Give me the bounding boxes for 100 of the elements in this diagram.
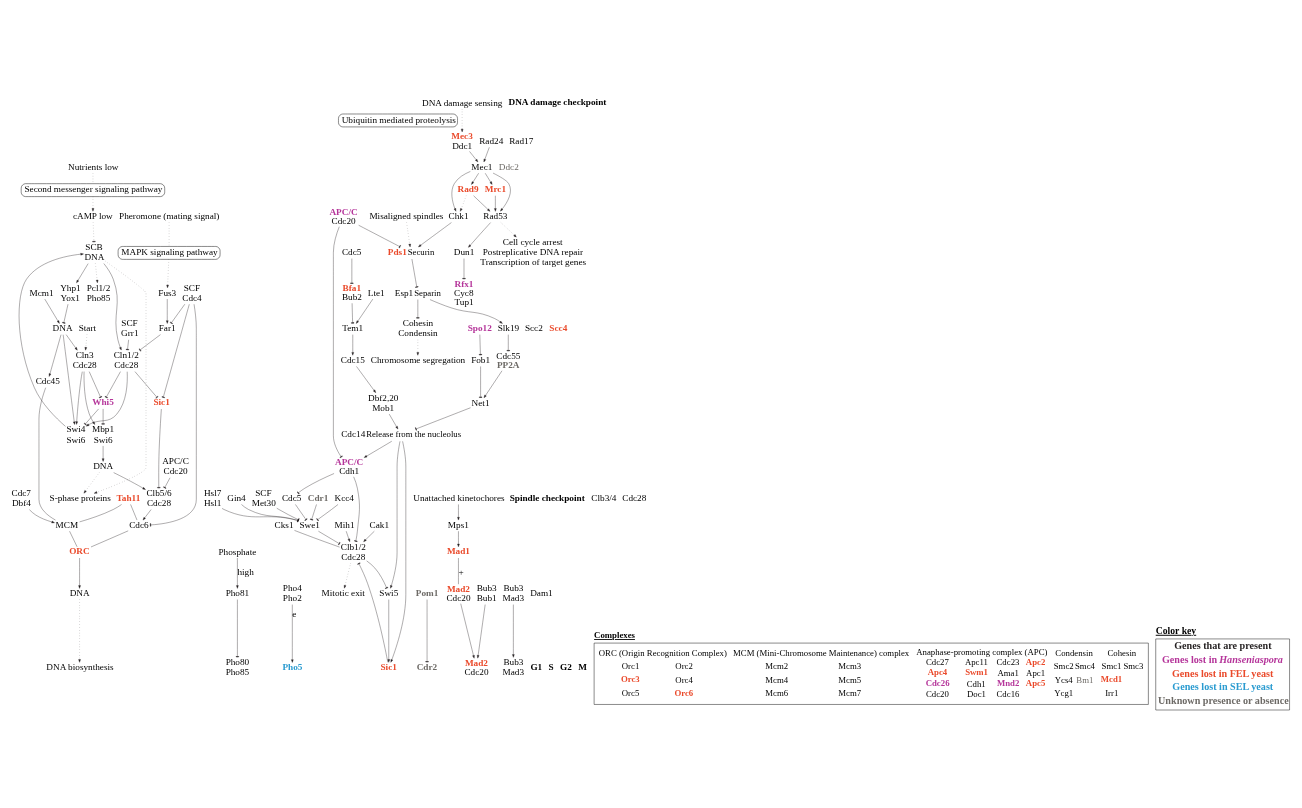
connector	[297, 472, 335, 494]
legend-label: Genes lost in SEL yeast	[1172, 680, 1274, 692]
connector	[169, 303, 185, 324]
label: Condensin	[1055, 647, 1093, 658]
node-text: Cell cycle arrest Postreplicative DNA repair Transcription of target genes	[480, 236, 587, 267]
label: G2	[559, 661, 572, 672]
arrow	[483, 370, 503, 398]
connector	[478, 333, 482, 355]
node-text: Cdc5	[281, 492, 302, 503]
node-text: Sic1	[153, 396, 170, 407]
connector	[134, 370, 159, 399]
legend-label: Genes lost in Hanseniaspora	[1161, 653, 1283, 665]
arrow	[76, 262, 89, 283]
connector	[149, 303, 197, 526]
node-text: Pds1	[387, 246, 407, 257]
arrow	[346, 530, 350, 542]
label: Smc3	[1123, 660, 1144, 671]
label: Apc5	[1025, 677, 1046, 688]
node-text: Swi5	[379, 587, 399, 598]
connector	[479, 365, 483, 398]
node-text: Mcm1	[29, 287, 54, 298]
node-text: Cdr2	[416, 661, 438, 672]
node-text: Cdc45	[35, 375, 60, 386]
connector	[316, 503, 339, 521]
label: Mcm7	[838, 687, 862, 698]
node-text: Far1	[158, 322, 176, 333]
label: Mcd1	[1100, 673, 1123, 684]
node-text: Swi4 Swi6	[66, 423, 86, 445]
label: Mcm4	[765, 674, 789, 685]
node-text: Mad1	[446, 545, 470, 556]
connector	[89, 370, 103, 398]
label: Cdc23	[996, 656, 1020, 667]
edge-label: high	[237, 566, 254, 577]
node-label: Securin	[407, 246, 435, 257]
connector	[161, 303, 190, 398]
node-text: Pcl1/2 Pho85	[86, 282, 111, 303]
node-text: Mps1	[447, 519, 469, 530]
node-text: Lte1	[367, 287, 385, 298]
edge-label: e	[292, 608, 297, 619]
arrow	[62, 334, 76, 425]
node-text: Cdc14	[341, 429, 366, 439]
arrow	[18, 252, 84, 427]
connector	[462, 257, 466, 279]
label: Cdc16	[996, 688, 1020, 699]
connector	[163, 477, 171, 489]
arrow	[457, 530, 460, 547]
node-text: Chromosome segregation	[370, 354, 466, 365]
arrow	[500, 221, 517, 237]
node-text: Mad2 Cdc20	[446, 583, 471, 603]
arrow	[48, 334, 62, 377]
node-text: S-phase proteins	[49, 492, 111, 503]
node-text: Pho5	[282, 661, 303, 672]
node-text: Rad53	[483, 210, 508, 221]
node-text: Rfx1 Cyc8 Tup1	[454, 278, 474, 307]
connector	[358, 224, 401, 248]
arrow	[83, 370, 95, 425]
label: Mnd2	[997, 677, 1020, 688]
connector	[138, 333, 161, 351]
label: Orc6	[674, 687, 694, 698]
node-text: Cdc55 PP2A	[496, 350, 521, 370]
node-text: Cdc5	[341, 246, 362, 257]
node-text: DNA	[52, 322, 73, 333]
label: Apc11	[964, 656, 988, 667]
node-text: Mih1	[334, 519, 355, 530]
node-text: Mitotic exit	[321, 587, 365, 598]
arrow	[351, 333, 354, 355]
node-text: APC/C Cdh1	[335, 456, 364, 476]
node-text: Unattached kinetochores	[413, 492, 505, 503]
node-text: Dun1	[453, 246, 475, 257]
node-text: Misaligned spindles	[369, 210, 444, 221]
arrow	[460, 602, 475, 658]
node-text: Gin4	[227, 492, 246, 503]
node-text: Cln3 Cdc28	[72, 349, 97, 370]
arrow	[460, 195, 467, 212]
node-text: Chk1	[448, 210, 469, 221]
label: Spindle checkpoint	[509, 492, 585, 503]
label: Doc1	[967, 688, 986, 699]
node-text: Clb1/2 Cdc28	[340, 541, 366, 562]
node-text: Fob1	[471, 354, 491, 365]
node-text: Net1	[471, 397, 490, 408]
node-text: Rad24	[479, 135, 504, 146]
node-text: Cks1	[274, 519, 294, 530]
node-text: Kcc4	[334, 492, 354, 503]
arrow	[356, 298, 373, 324]
node-text: SCF Met30	[251, 487, 276, 508]
arrow	[166, 298, 169, 324]
label: Cdc27	[925, 656, 949, 667]
legend-label: Unknown presence or absence	[1158, 694, 1289, 706]
node-text: Mrc1	[484, 183, 507, 194]
node-text: Esp1	[394, 287, 414, 298]
label: Orc1	[621, 660, 640, 671]
label: ORC (Origin Recognition Complex)	[598, 647, 727, 658]
label: DNA damage checkpoint	[508, 96, 607, 107]
node-text: SCF Cdc4	[182, 282, 202, 303]
connector	[125, 339, 130, 350]
node-text: APC/C Cdc20	[162, 455, 189, 476]
arrow	[451, 170, 471, 211]
node-text: Pho81	[225, 587, 250, 598]
connector	[357, 562, 388, 662]
node-text: Hsl7 Hsl1	[203, 487, 222, 508]
